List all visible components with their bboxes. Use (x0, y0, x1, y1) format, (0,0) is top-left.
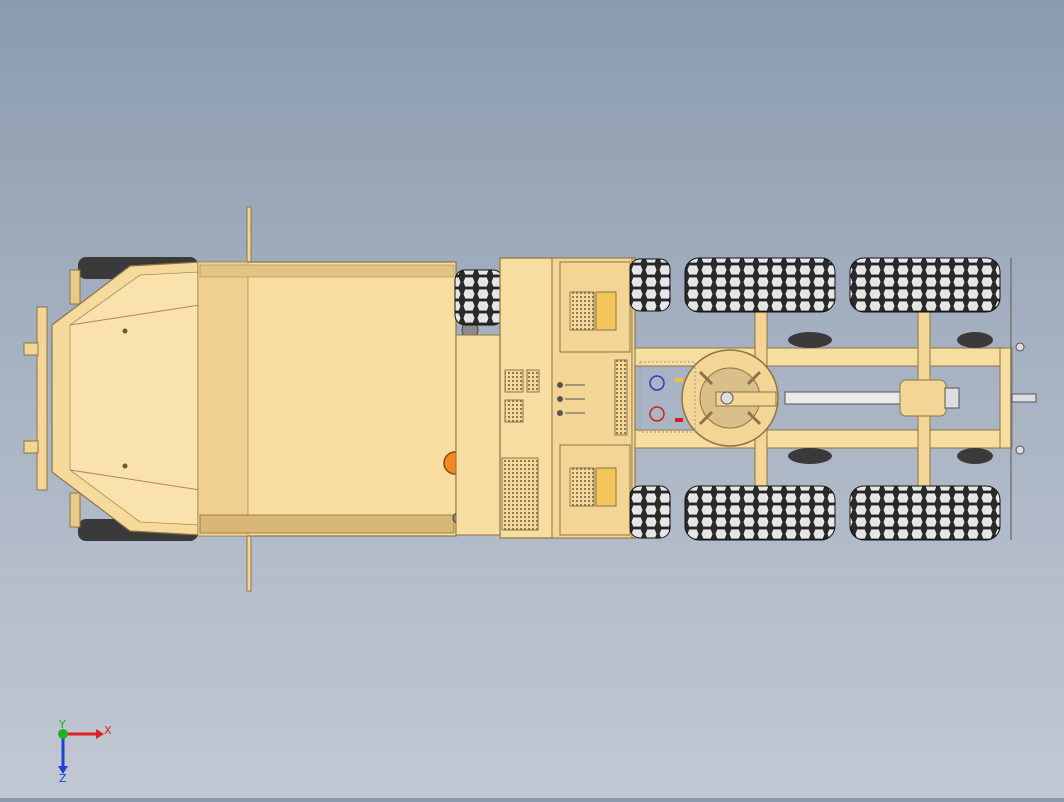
cab (197, 261, 479, 537)
z-axis-label: Z (59, 772, 67, 785)
fifth-wheel (681, 349, 779, 447)
y-axis-dot (58, 729, 68, 739)
front-bumper (23, 306, 48, 491)
axis-triad: X Y Z (58, 718, 112, 785)
spring-hangers (788, 332, 993, 464)
cab-rear-wheels (454, 269, 504, 326)
wheels-axle-3 (684, 257, 836, 541)
wheels-axle-4 (849, 257, 1001, 541)
y-axis-label: Y (58, 718, 66, 731)
wheels-axle-2 (629, 258, 671, 539)
x-axis-label: X (104, 724, 112, 737)
hood (51, 261, 201, 536)
drive-axle-housings (559, 261, 631, 536)
air-hoses (639, 361, 696, 433)
